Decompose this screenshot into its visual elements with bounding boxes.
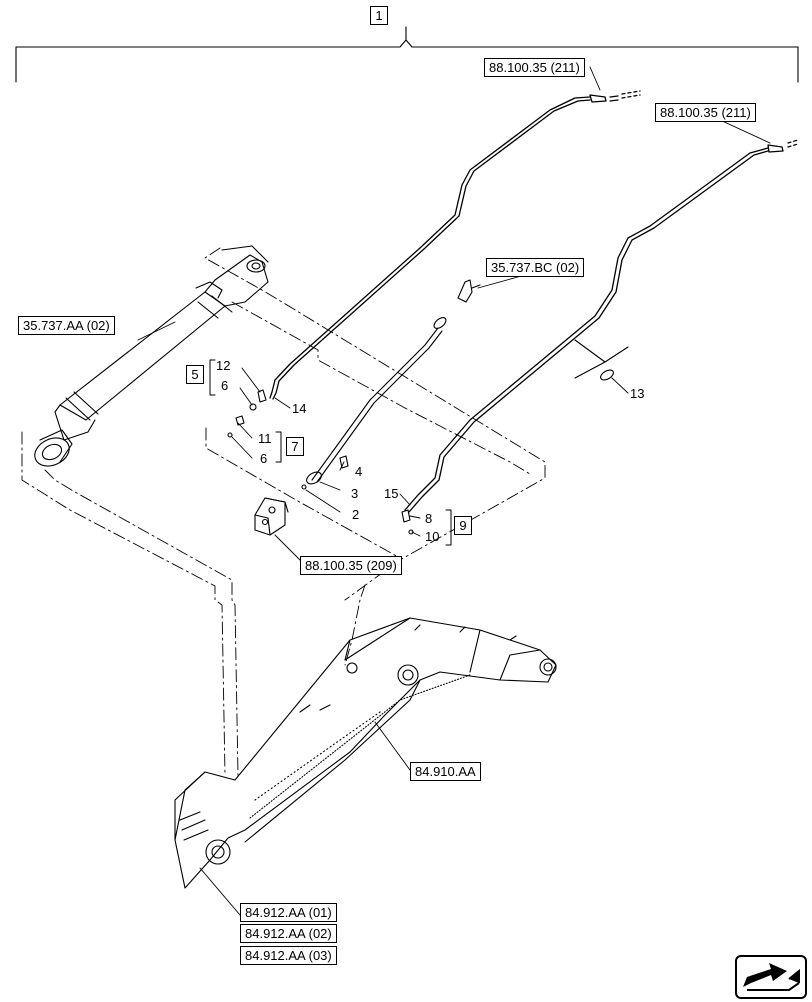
callout-3: 3 bbox=[351, 486, 359, 501]
callout-13: 13 bbox=[630, 386, 645, 401]
ref-boom-ext-1[interactable]: 84.912.AA (01) bbox=[240, 903, 337, 922]
small-parts bbox=[227, 279, 481, 535]
valve-block bbox=[254, 497, 289, 536]
ref-boom-ext-2[interactable]: 84.912.AA (02) bbox=[240, 924, 337, 943]
next-page-arrow-icon[interactable] bbox=[735, 955, 807, 999]
ref-boom-ext-3[interactable]: 84.912.AA (03) bbox=[240, 946, 337, 965]
callout-12: 12 bbox=[216, 358, 231, 373]
assembly-item-box[interactable]: 1 bbox=[370, 6, 388, 25]
callout-8: 8 bbox=[425, 511, 433, 526]
boom-structure bbox=[174, 617, 557, 889]
ref-cylinder[interactable]: 35.737.AA (02) bbox=[18, 316, 115, 335]
ref-boom[interactable]: 84.910.AA bbox=[410, 762, 481, 781]
kit-brackets bbox=[209, 359, 452, 546]
callout-4: 4 bbox=[355, 464, 363, 479]
dashed-reference-lines bbox=[21, 247, 546, 776]
callout-10: 10 bbox=[425, 529, 440, 544]
callout-11: 11 bbox=[258, 431, 272, 446]
callout-6-lower: 6 bbox=[260, 451, 268, 466]
kit-box-9[interactable]: 9 bbox=[454, 516, 472, 535]
hose-15 bbox=[404, 139, 799, 513]
hose-14 bbox=[269, 90, 641, 400]
ref-valve-bracket[interactable]: 35.737.BC (02) bbox=[486, 258, 585, 277]
fitting-tube-3 bbox=[306, 317, 447, 485]
callout-2: 2 bbox=[352, 507, 360, 522]
callout-6-upper: 6 bbox=[221, 378, 229, 393]
ref-hose-top-left[interactable]: 88.100.35 (211) bbox=[484, 58, 585, 77]
leader-lines bbox=[137, 66, 771, 916]
callout-14: 14 bbox=[292, 401, 307, 416]
ref-valve[interactable]: 88.100.35 (209) bbox=[300, 556, 402, 575]
assembly-bracket bbox=[15, 26, 799, 83]
hydraulic-cylinder bbox=[34, 245, 269, 467]
kit-box-7[interactable]: 7 bbox=[286, 437, 304, 456]
ref-hose-top-right[interactable]: 88.100.35 (211) bbox=[655, 103, 756, 122]
o-ring-13 bbox=[574, 339, 629, 381]
kit-box-5[interactable]: 5 bbox=[186, 365, 204, 384]
callout-15: 15 bbox=[384, 486, 399, 501]
